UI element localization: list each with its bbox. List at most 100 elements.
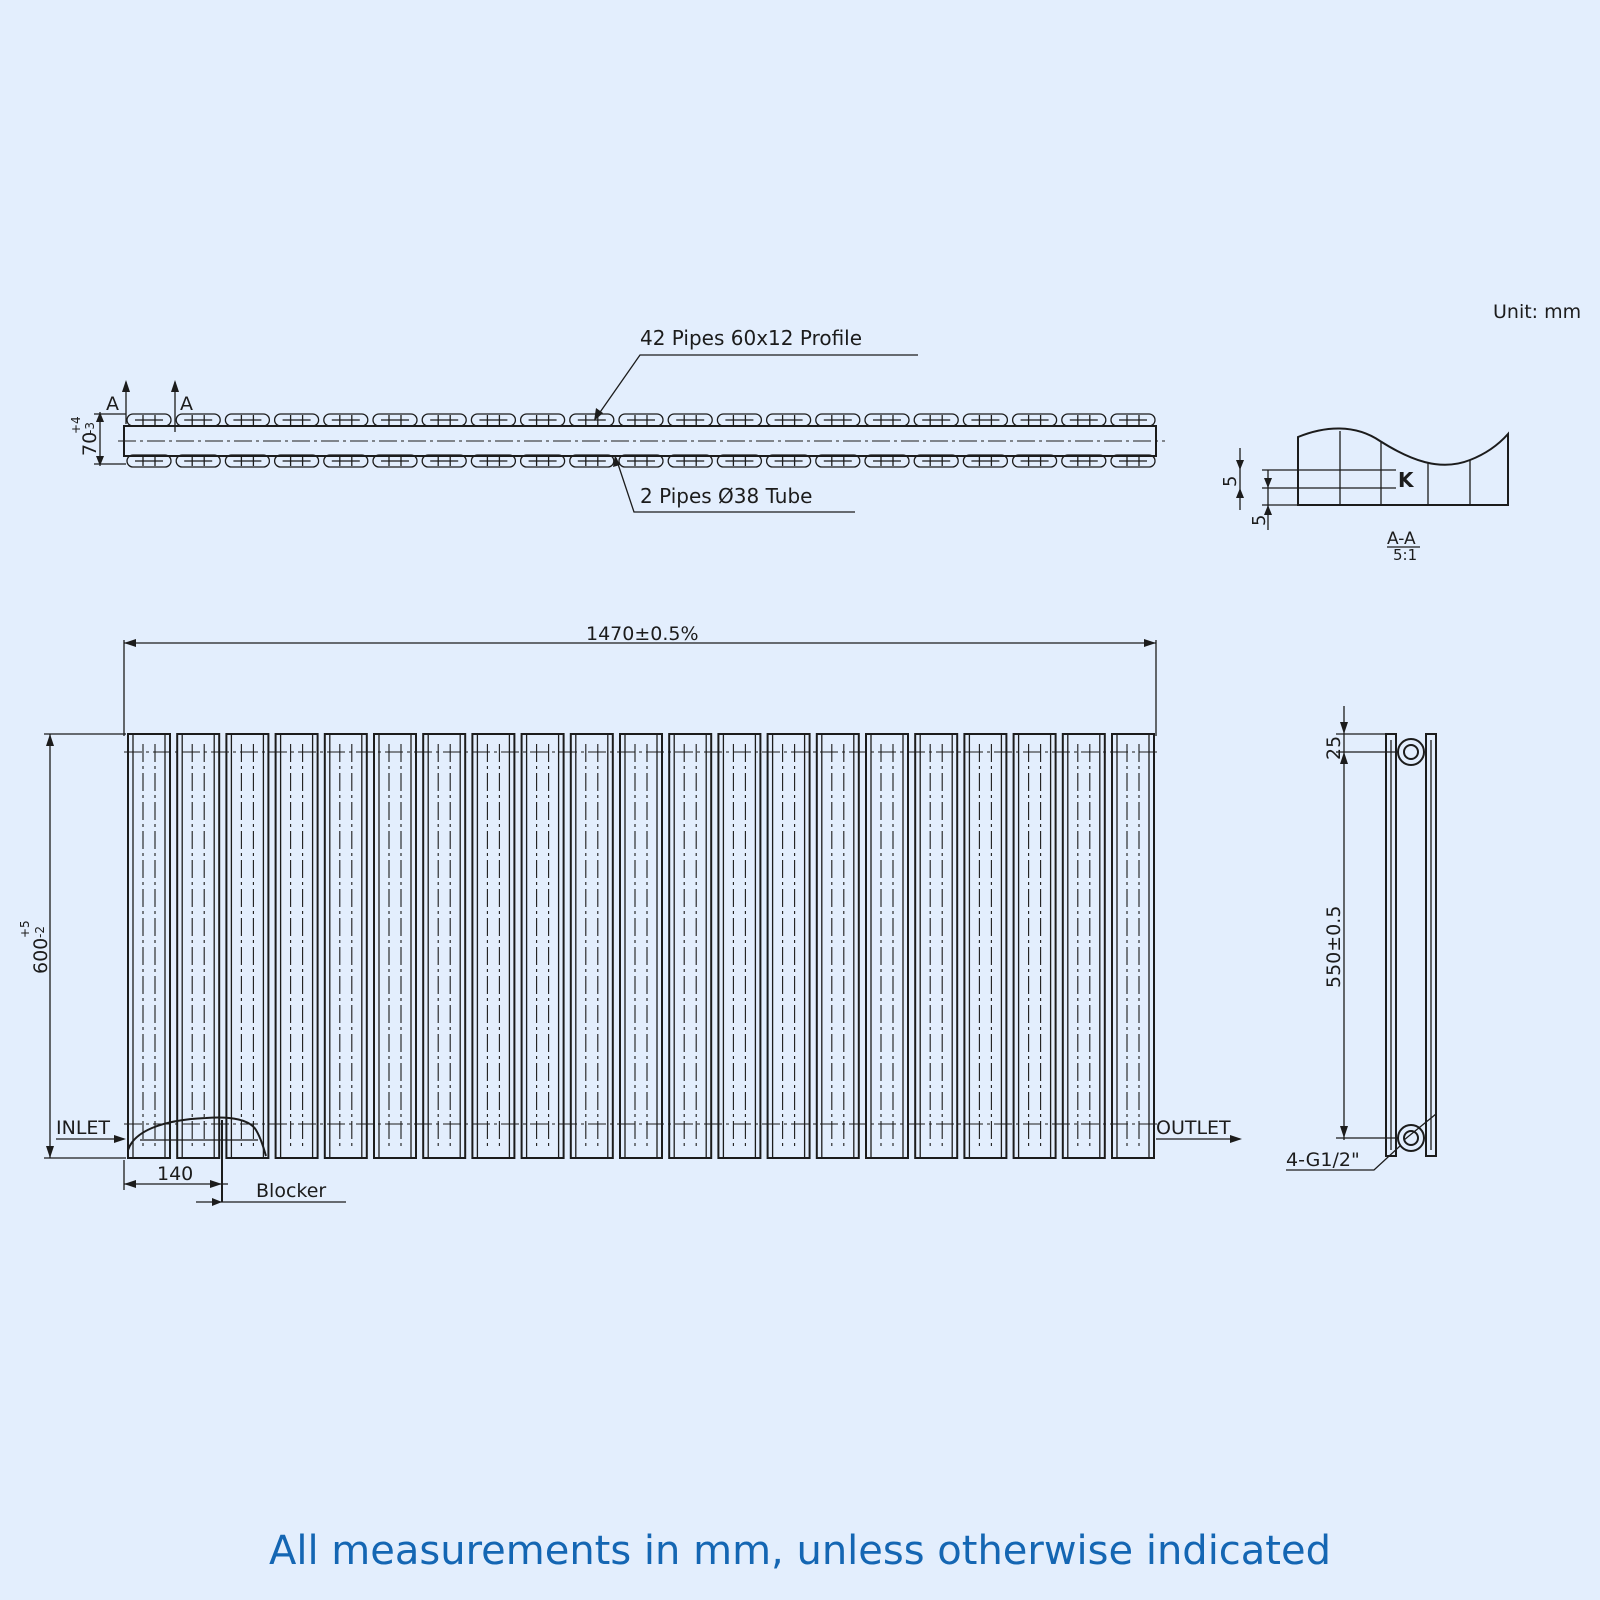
profile-pipe: [519, 454, 566, 468]
profile-pipe: [1110, 413, 1156, 427]
profile-pipe: [126, 413, 172, 427]
profile-pipe: [175, 413, 221, 427]
radiator-panel: [815, 733, 860, 1159]
profile-pipe: [569, 454, 615, 468]
profile-pipe: [1061, 413, 1107, 427]
profile-pipe: [962, 454, 1009, 468]
profile-pipes-callout: 42 Pipes 60x12 Profile: [640, 326, 862, 350]
profile-pipe: [864, 454, 910, 468]
connections-label: 4-G1/2": [1286, 1149, 1360, 1171]
radiator-panel: [914, 733, 959, 1159]
front-view: 1470±0.5% 600 +5 -2 INLET OUTLET 140 Blo…: [18, 623, 1242, 1206]
radiator-panel: [1012, 733, 1057, 1159]
radiator-panel: [619, 733, 663, 1159]
radiator-panels: [127, 733, 1155, 1159]
profile-pipe: [470, 454, 517, 468]
section-dimension-upper: 5: [1220, 476, 1241, 487]
profile-pipe: [716, 413, 763, 427]
tube-pipes-callout: 2 Pipes Ø38 Tube: [640, 484, 812, 508]
radiator-panel: [1111, 733, 1155, 1159]
radiator-panel: [422, 733, 467, 1159]
section-scale: 5:1: [1393, 546, 1417, 564]
profile-pipe: [273, 413, 320, 427]
outlet-label: OUTLET: [1156, 1117, 1231, 1139]
blocker-label: Blocker: [256, 1180, 326, 1202]
profile-pipe: [372, 454, 418, 468]
profile-pipe: [1061, 454, 1107, 468]
height-tolerance-upper: +5: [18, 920, 32, 938]
side-view: 25 550±0.5 4-G1/2": [1286, 706, 1437, 1171]
profile-pipe: [569, 413, 615, 427]
profile-pipe: [815, 413, 861, 427]
section-marker-right: A: [180, 393, 193, 415]
profile-pipe: [273, 454, 320, 468]
radiator-panel: [471, 733, 516, 1159]
centres-dimension: 550±0.5: [1323, 906, 1345, 988]
blocker-cutaway: [127, 1116, 267, 1157]
profile-pipe: [913, 413, 959, 427]
profile-pipe: [1011, 413, 1058, 427]
profile-pipe: [224, 413, 271, 427]
radiator-panel: [127, 733, 171, 1159]
section-title: A-A: [1387, 529, 1416, 549]
height-tolerance-lower: -2: [33, 926, 47, 938]
radiator-panel: [373, 733, 417, 1159]
radiator-panel: [520, 733, 565, 1159]
profile-pipe: [126, 454, 172, 468]
radiator-panel: [569, 733, 614, 1159]
profile-pipe: [667, 454, 713, 468]
radiator-panel: [176, 733, 221, 1159]
wave-profile: [1297, 427, 1509, 506]
radiator-panel: [274, 733, 319, 1159]
inlet-label: INLET: [56, 1117, 110, 1139]
profile-pipe: [962, 413, 1009, 427]
depth-tolerance-upper: +4: [69, 416, 83, 434]
radiator-panel: [1061, 733, 1106, 1159]
profile-pipe: [667, 413, 713, 427]
profile-pipe: [323, 413, 369, 427]
radiator-panel: [717, 733, 762, 1159]
bottom-connection: [1397, 1124, 1425, 1152]
profile-pipe: [175, 454, 221, 468]
profile-pipe: [913, 454, 959, 468]
radiator-panel: [668, 733, 713, 1159]
profile-pipe: [765, 454, 812, 468]
section-dimension-lower: 5: [1249, 515, 1270, 526]
unit-label: Unit: mm: [1493, 301, 1581, 323]
profile-pipe: [323, 454, 369, 468]
radiator-panel: [963, 733, 1008, 1159]
profile-pipe: [421, 454, 467, 468]
top-view: A A 70 +4 -3 42 Pipes 60x12 Profile 2 Pi…: [69, 326, 1165, 513]
depth-tolerance-lower: -3: [83, 422, 97, 434]
profile-pipe: [864, 413, 910, 427]
radiator-panel: [323, 733, 368, 1159]
blocker-offset-dimension: 140: [157, 1163, 193, 1185]
profile-pipe: [618, 413, 664, 427]
profile-pipe: [618, 454, 664, 468]
profile-pipe: [372, 413, 418, 427]
profile-pipes-front-row: [126, 413, 1156, 427]
section-a-a-view: 5 5 K A-A 5:1: [1220, 427, 1509, 564]
side-panel-front: [1385, 733, 1397, 1157]
measurement-note: All measurements in mm, unless otherwise…: [269, 1528, 1331, 1574]
depth-dimension: 70: [79, 432, 101, 456]
radiator-panel: [225, 733, 270, 1159]
profile-pipes-back-row: [126, 454, 1156, 468]
top-offset-dimension: 25: [1323, 736, 1345, 760]
profile-pipe: [815, 454, 861, 468]
height-dimension: 600: [30, 938, 52, 974]
profile-pipe: [716, 454, 763, 468]
profile-pipe: [224, 454, 271, 468]
profile-pipe: [1110, 454, 1156, 468]
width-dimension: 1470±0.5%: [586, 623, 699, 645]
side-panel-back: [1425, 733, 1437, 1157]
profile-pipe: [519, 413, 566, 427]
radiator-panel: [766, 733, 811, 1159]
top-connection: [1397, 738, 1425, 766]
profile-pipe: [1011, 454, 1058, 468]
detail-marker-k: K: [1398, 468, 1415, 492]
profile-pipe: [765, 413, 812, 427]
section-marker-left: A: [106, 393, 119, 415]
profile-pipe: [421, 413, 467, 427]
